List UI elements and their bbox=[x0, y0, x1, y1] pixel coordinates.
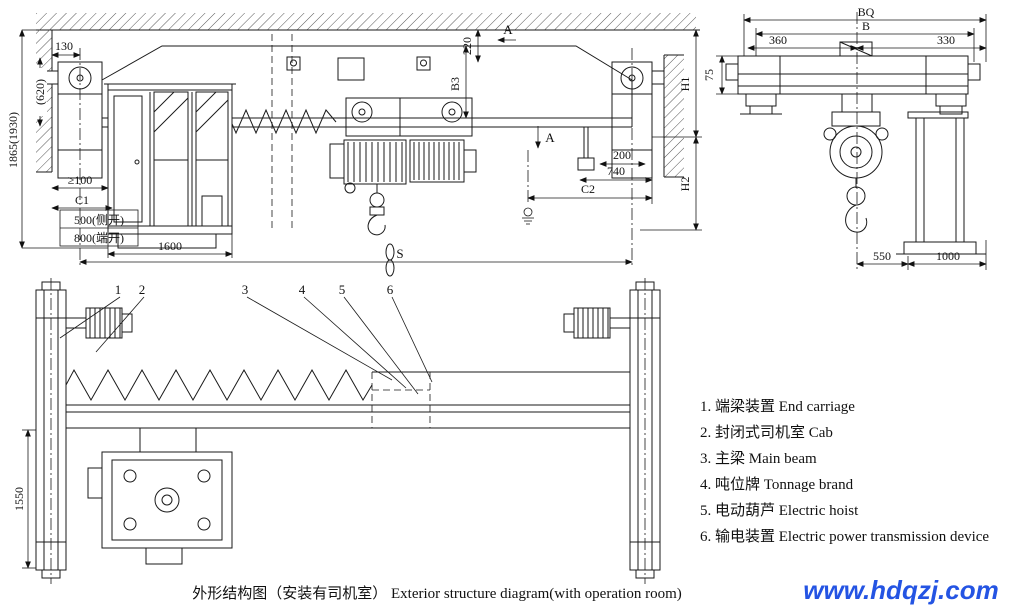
buffer bbox=[967, 63, 981, 81]
cab-window bbox=[153, 91, 189, 227]
dim-330: 330 bbox=[937, 33, 955, 47]
cab-base bbox=[117, 233, 217, 249]
watermark: www.hdqzj.com bbox=[803, 575, 998, 605]
dim-360: 360 bbox=[769, 33, 787, 47]
buffer bbox=[725, 63, 739, 81]
callouts: 1 2 3 4 5 6 bbox=[59, 282, 433, 395]
electric-hoist bbox=[329, 97, 477, 277]
dim-130: 130 bbox=[55, 39, 73, 53]
legend-item-1: 1. 端梁装置 End carriage bbox=[700, 398, 855, 415]
dim-75: 75 bbox=[702, 69, 716, 81]
callout-5: 5 bbox=[339, 282, 346, 297]
dim-1550: 1550 bbox=[12, 487, 26, 511]
section-marker-a-top: A bbox=[503, 22, 513, 37]
dim-h2: H2 bbox=[678, 177, 692, 192]
caption: 外形结构图（安装有司机室） Exterior structure diagram… bbox=[192, 585, 682, 602]
end-view-dimensions: BQ B 360 330 75 550 1000 bbox=[702, 5, 987, 270]
legend-item-4: 4. 吨位牌 Tonnage brand bbox=[700, 476, 854, 493]
plan-beam-zigzag bbox=[65, 368, 373, 402]
dim-200: 200 bbox=[613, 148, 631, 162]
right-wall-hatch bbox=[663, 54, 684, 178]
hook-assembly bbox=[367, 184, 386, 236]
dim-c2: C2 bbox=[581, 182, 595, 196]
travel-motor-left bbox=[65, 307, 133, 339]
dim-b3: B3 bbox=[448, 77, 462, 91]
plan-view: 1550 1 2 3 4 5 6 bbox=[12, 278, 661, 584]
legend: 1. 端梁装置 End carriage 2. 封闭式司机室 Cab 3. 主梁… bbox=[700, 398, 989, 545]
legend-item-5: 5. 电动葫芦 Electric hoist bbox=[700, 502, 859, 519]
limit-symbol-icon bbox=[522, 207, 534, 225]
end-carriage-cross-section bbox=[725, 55, 981, 115]
callout-4: 4 bbox=[299, 282, 306, 297]
building-column bbox=[896, 111, 986, 255]
plan-main-beam bbox=[65, 368, 631, 429]
dim-500-side: 500(侧开) bbox=[74, 213, 124, 227]
callout-3: 3 bbox=[242, 282, 249, 297]
lifting-lug-icon bbox=[416, 56, 431, 71]
section-marker-a-mid: A bbox=[545, 130, 555, 145]
lifting-lug-icon bbox=[286, 56, 301, 71]
travel-motor-right bbox=[563, 307, 631, 339]
dim-1865: 1865(1930) bbox=[6, 112, 20, 168]
callout-6: 6 bbox=[387, 282, 394, 297]
dim-550: 550 bbox=[873, 249, 891, 263]
hoist-end-view bbox=[823, 94, 889, 233]
legend-item-6: 6. 输电装置 Electric power transmission devi… bbox=[700, 528, 989, 545]
beam-break-zigzag bbox=[215, 108, 337, 135]
dim-620: (620) bbox=[33, 79, 47, 105]
callout-2: 2 bbox=[139, 282, 146, 297]
buffer bbox=[651, 70, 665, 85]
dim-740: 740 bbox=[607, 164, 625, 178]
dim-1600: 1600 bbox=[158, 239, 182, 253]
cab-door bbox=[113, 95, 143, 223]
dim-ge100: ≥100 bbox=[68, 173, 93, 187]
dim-span-s: S bbox=[396, 246, 403, 261]
dim-1000: 1000 bbox=[936, 249, 960, 263]
plan-cab bbox=[87, 428, 233, 565]
hoist-gearbox bbox=[329, 143, 345, 179]
dim-c1: C1 bbox=[75, 193, 89, 207]
side-view-dimensions: 130 (620) 1865(1930) ≥100 C1 500(侧开) 800… bbox=[6, 22, 702, 265]
hook bbox=[845, 204, 868, 233]
side-elevation-view: 130 (620) 1865(1930) ≥100 C1 500(侧开) 800… bbox=[6, 13, 702, 277]
dim-220: 220 bbox=[460, 37, 474, 55]
rail bbox=[939, 105, 963, 115]
dim-bq: BQ bbox=[858, 5, 875, 19]
legend-item-2: 2. 封闭式司机室 Cab bbox=[700, 424, 833, 441]
hoist-motor bbox=[409, 139, 477, 183]
cab-seat bbox=[201, 195, 223, 227]
dim-800-end: 800(端开) bbox=[74, 231, 124, 245]
cab bbox=[104, 83, 236, 249]
buffer bbox=[45, 70, 59, 85]
callout-1: 1 bbox=[115, 282, 122, 297]
hoist-trolley bbox=[345, 97, 473, 137]
legend-item-3: 3. 主梁 Main beam bbox=[700, 450, 817, 467]
power-conductor-hanger bbox=[577, 127, 595, 171]
tonnage-brand-plate bbox=[337, 57, 365, 81]
dim-h1: H1 bbox=[678, 77, 692, 92]
rope-guide bbox=[344, 182, 356, 194]
ceiling-hatch bbox=[36, 13, 700, 31]
dim-b: B bbox=[862, 19, 870, 33]
plan-dimensions: 1550 bbox=[12, 429, 36, 569]
end-view: BQ B 360 330 75 550 1000 bbox=[702, 5, 987, 270]
